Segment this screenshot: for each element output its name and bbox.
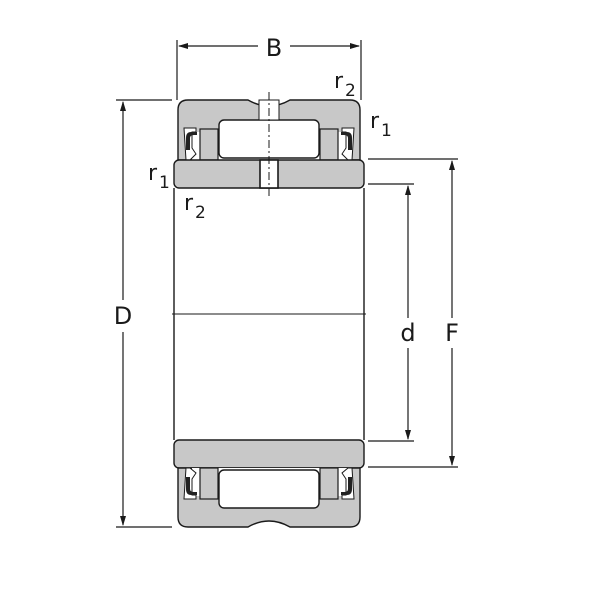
dimension-D: D	[114, 99, 172, 528]
radius-r2-left: r 2	[184, 191, 206, 223]
svg-text:r: r	[334, 69, 344, 94]
label-B: B	[266, 34, 282, 62]
top-section	[173, 92, 365, 196]
label-D: D	[114, 302, 132, 330]
dimension-d: d	[368, 183, 416, 442]
radius-r1-top-right: r 1	[370, 109, 392, 141]
dimension-F: F	[368, 158, 459, 468]
label-d: d	[400, 319, 415, 347]
inner-ring-bottom	[173, 439, 365, 469]
svg-text:r: r	[184, 191, 194, 216]
radius-r2-top-right: r 2	[334, 69, 356, 101]
radius-r1-left: r 1	[148, 161, 170, 193]
svg-text:r: r	[148, 161, 158, 186]
svg-text:2: 2	[345, 81, 356, 101]
svg-text:1: 1	[159, 173, 170, 193]
svg-text:2: 2	[195, 203, 206, 223]
svg-text:r: r	[370, 109, 380, 134]
label-F: F	[445, 319, 459, 347]
bottom-section	[173, 439, 365, 528]
dimension-B: B	[176, 34, 362, 100]
bore-outline	[172, 188, 366, 440]
svg-text:1: 1	[381, 121, 392, 141]
roller-bottom	[218, 469, 320, 509]
